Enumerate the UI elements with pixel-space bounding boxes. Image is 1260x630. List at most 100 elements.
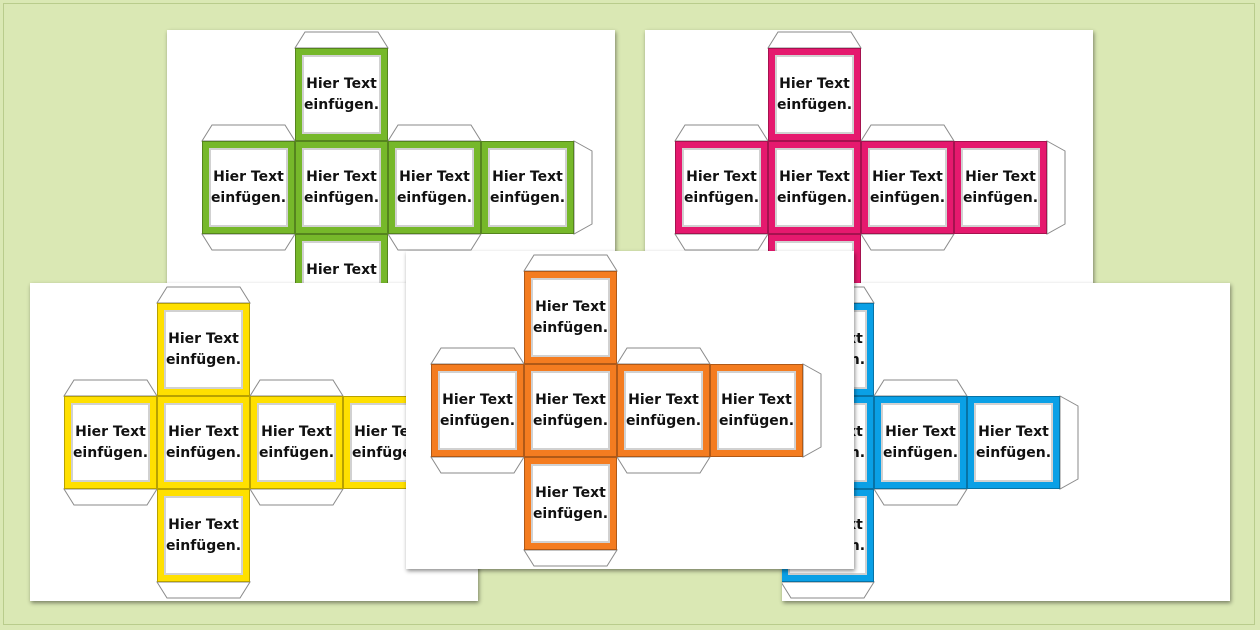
placeholder-line-1: Hier Text <box>168 423 239 440</box>
placeholder-line-2: einfügen. <box>165 444 242 461</box>
glue-tab <box>1059 395 1079 490</box>
face-text-box[interactable]: Hier Text einfügen. <box>302 148 381 227</box>
placeholder-line-2: einfügen. <box>683 189 760 206</box>
glue-tab <box>674 233 769 251</box>
placeholder-line-1: Hier Text <box>168 330 239 347</box>
placeholder-line-2: einfügen. <box>439 412 516 429</box>
glue-tab <box>156 581 251 599</box>
cube-face-right: Hier Text einfügen. <box>874 396 967 489</box>
placeholder-text: Hier Text einfügen. <box>440 390 515 432</box>
placeholder-text: Hier Text einfügen. <box>490 167 565 209</box>
placeholder-text: Hier Text einfügen. <box>304 167 379 209</box>
dice-template-orange: Hier Text einfügen. Hier Text einfügen. Hier… <box>406 251 854 569</box>
placeholder-text: Hier Text einfügen. <box>883 422 958 464</box>
placeholder-text: Hier Text einfügen. <box>166 422 241 464</box>
glue-tab <box>387 233 482 251</box>
placeholder-line-2: einfügen. <box>882 444 959 461</box>
placeholder-line-1: Hier Text <box>75 423 146 440</box>
placeholder-line-1: Hier Text <box>306 168 377 185</box>
placeholder-line-2: einfügen. <box>303 189 380 206</box>
dice-template-green: Hier Text einfügen. Hier Text einfügen. Hier… <box>167 30 615 285</box>
placeholder-line-2: einfügen. <box>165 537 242 554</box>
placeholder-line-2: einfügen. <box>975 444 1052 461</box>
placeholder-line-1: Hier Text <box>492 168 563 185</box>
placeholder-line-1: Hier Text <box>965 168 1036 185</box>
placeholder-line-2: einfügen. <box>776 189 853 206</box>
glue-tab <box>430 456 525 474</box>
placeholder-line-2: einfügen. <box>489 189 566 206</box>
placeholder-line-1: Hier Text <box>535 484 606 501</box>
glue-tab <box>767 31 862 49</box>
placeholder-line-1: Hier Text <box>885 423 956 440</box>
face-text-box[interactable]: Hier Text einfügen. <box>531 278 610 357</box>
placeholder-line-1: Hier Text <box>213 168 284 185</box>
placeholder-line-2: einfügen. <box>396 189 473 206</box>
glue-tab <box>430 347 525 365</box>
placeholder-line-1: Hier Text <box>628 391 699 408</box>
face-text-box[interactable]: Hier Text einfügen. <box>881 403 960 482</box>
face-text-box[interactable]: Hier Text einfügen. <box>438 371 517 450</box>
placeholder-line-2: einfügen. <box>625 412 702 429</box>
glue-tab <box>616 347 711 365</box>
glue-tab <box>294 31 389 49</box>
glue-tab <box>782 581 875 599</box>
placeholder-text: Hier Text einfügen. <box>533 297 608 339</box>
face-text-box[interactable]: Hier Text einfügen. <box>488 148 567 227</box>
placeholder-line-2: einfügen. <box>532 319 609 336</box>
glue-tab <box>616 456 711 474</box>
glue-tab <box>873 488 968 506</box>
cube-face-back: Hier Text einfügen. <box>481 141 574 234</box>
face-text-box[interactable]: Hier Text einfügen. <box>624 371 703 450</box>
cube-face-right: Hier Text einfügen. <box>617 364 710 457</box>
face-text-box[interactable]: Hier Text einfügen. <box>164 403 243 482</box>
placeholder-line-1: Hier Text <box>442 391 513 408</box>
glue-tab <box>1046 140 1066 235</box>
placeholder-line-2: einfügen. <box>303 96 380 113</box>
glue-tab <box>523 254 618 272</box>
glue-tab <box>802 363 822 458</box>
placeholder-line-1: Hier Text <box>535 298 606 315</box>
glue-tab <box>573 140 593 235</box>
placeholder-line-2: einfügen. <box>532 412 609 429</box>
glue-tab <box>860 124 955 142</box>
glue-tab <box>249 488 344 506</box>
